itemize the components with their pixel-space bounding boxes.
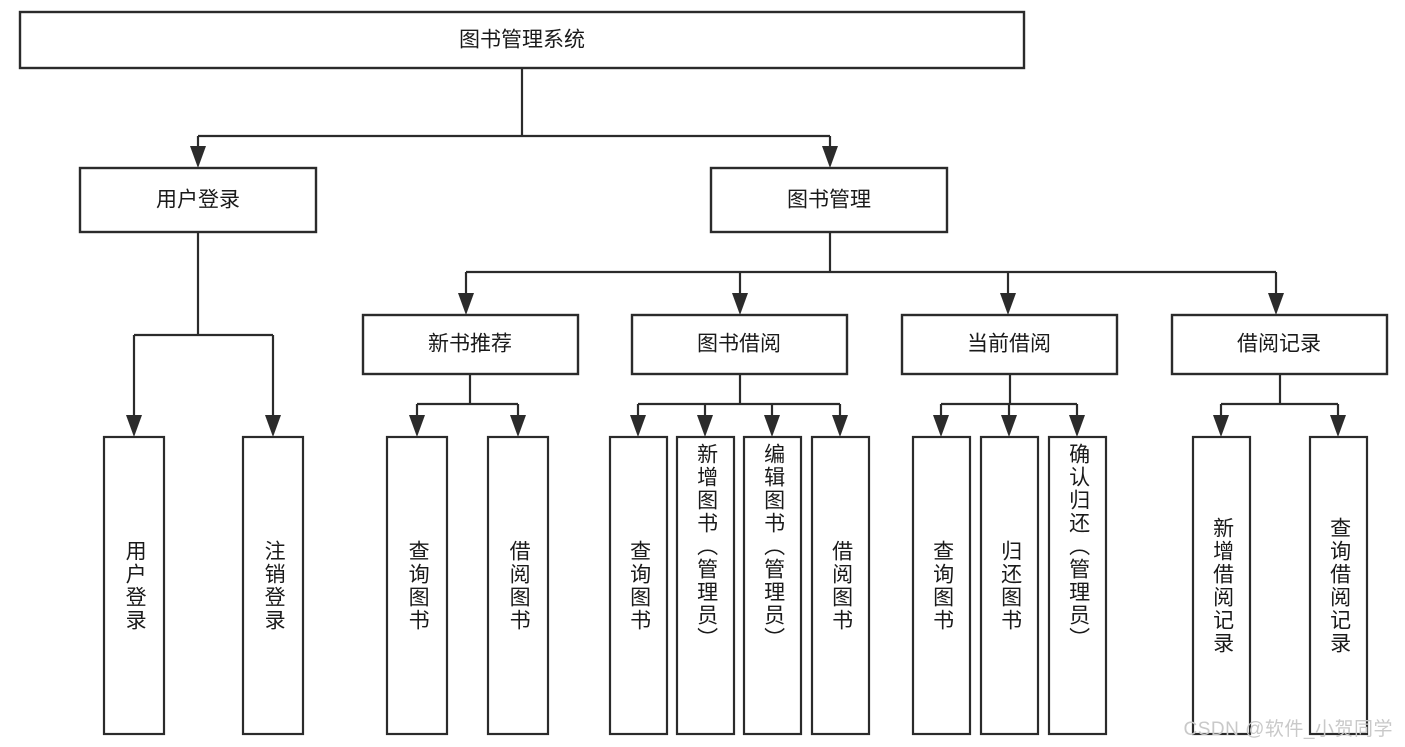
arrow-bm-to-bookborrow (732, 293, 748, 315)
leaf-box-user-login[interactable] (102, 435, 166, 736)
arrow-cb-leaf-2 (1001, 415, 1017, 437)
leaf-box-user-logout[interactable] (241, 435, 305, 736)
arrow-newbook-leaf-2 (510, 415, 526, 437)
leaf-box-query-book-3[interactable] (911, 435, 972, 736)
leaf-box-query-book-1[interactable] (385, 435, 449, 736)
arrow-root-to-userlogin (190, 146, 206, 168)
leaf-box-borrow-book-1[interactable] (486, 435, 550, 736)
leaf-box-add-book[interactable] (675, 435, 736, 736)
node-new-book-rec[interactable]: 新书推荐 (361, 313, 580, 376)
arrow-bb-leaf-2 (697, 415, 713, 437)
arrow-bm-to-newbook (458, 293, 474, 315)
node-new-book-rec-label: 新书推荐 (428, 333, 512, 356)
leaf-box-query-record[interactable] (1308, 435, 1369, 736)
node-book-borrow-label: 图书借阅 (697, 333, 781, 356)
node-new-book-rec-box[interactable] (361, 313, 580, 376)
arrow-br-leaf-1 (1213, 415, 1229, 437)
arrow-bb-leaf-3 (764, 415, 780, 437)
leaf-box-confirm-return[interactable] (1047, 435, 1108, 736)
node-book-manage[interactable]: 图书管理 (709, 166, 949, 234)
arrow-br-leaf-2 (1330, 415, 1346, 437)
node-book-manage-label: 图书管理 (787, 189, 871, 212)
arrow-cb-leaf-3 (1069, 415, 1085, 437)
leaf-box-edit-book[interactable] (742, 435, 803, 736)
watermark: CSDN @软件_小贺同学 (1183, 719, 1393, 740)
node-current-borrow[interactable]: 当前借阅 (900, 313, 1119, 376)
node-user-login[interactable]: 用户登录 (78, 166, 318, 234)
arrow-userlogin-leaf-1 (126, 415, 142, 437)
leaf-box-borrow-book-2[interactable] (810, 435, 871, 736)
arrow-bm-to-currentborrow (1000, 293, 1016, 315)
node-root[interactable]: 图书管理系统 (18, 10, 1026, 70)
node-user-login-label: 用户登录 (156, 189, 240, 212)
leaf-box-add-record[interactable] (1191, 435, 1252, 736)
node-root-box[interactable] (18, 10, 1026, 70)
node-current-borrow-box[interactable] (900, 313, 1119, 376)
edge-layer (126, 68, 1346, 437)
node-book-borrow[interactable]: 图书借阅 (630, 313, 849, 376)
node-book-manage-box[interactable] (709, 166, 949, 234)
arrow-bb-leaf-1 (630, 415, 646, 437)
arrow-bb-leaf-4 (832, 415, 848, 437)
node-borrow-record[interactable]: 借阅记录 (1170, 313, 1389, 376)
node-current-borrow-label: 当前借阅 (967, 333, 1051, 356)
node-book-borrow-box[interactable] (630, 313, 849, 376)
arrow-userlogin-leaf-2 (265, 415, 281, 437)
node-borrow-record-label: 借阅记录 (1237, 333, 1321, 356)
node-user-login-box[interactable] (78, 166, 318, 234)
arrow-newbook-leaf-1 (409, 415, 425, 437)
node-borrow-record-box[interactable] (1170, 313, 1389, 376)
leaf-box-layer (102, 435, 1369, 736)
leaf-box-query-book-2[interactable] (608, 435, 669, 736)
leaf-box-return-book[interactable] (979, 435, 1040, 736)
arrow-cb-leaf-1 (933, 415, 949, 437)
node-root-label: 图书管理系统 (459, 29, 585, 52)
arrow-bm-to-borrowrecord (1268, 293, 1284, 315)
arrow-root-to-bookmanage (822, 146, 838, 168)
